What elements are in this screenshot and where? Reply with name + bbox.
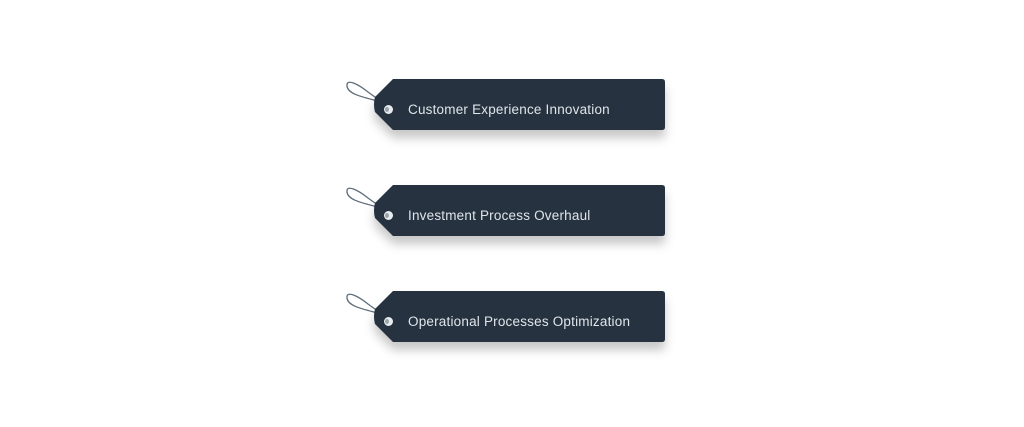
tag-label: Customer Experience Innovation bbox=[408, 102, 610, 117]
tag-shape bbox=[346, 79, 665, 130]
tag-hole-icon bbox=[384, 211, 393, 220]
tag-customer-experience-innovation: Customer Experience Innovation bbox=[340, 74, 672, 146]
tag-shape bbox=[346, 291, 665, 342]
tag-label: Operational Processes Optimization bbox=[408, 314, 631, 329]
tag-hole-icon bbox=[384, 105, 393, 114]
tag-investment-process-overhaul: Investment Process Overhaul bbox=[340, 180, 672, 252]
tag-operational-processes-optimization: Operational Processes Optimization bbox=[340, 286, 672, 358]
tag-label: Investment Process Overhaul bbox=[408, 208, 591, 223]
tag-shape bbox=[346, 185, 665, 236]
tag-hole-icon bbox=[384, 317, 393, 326]
